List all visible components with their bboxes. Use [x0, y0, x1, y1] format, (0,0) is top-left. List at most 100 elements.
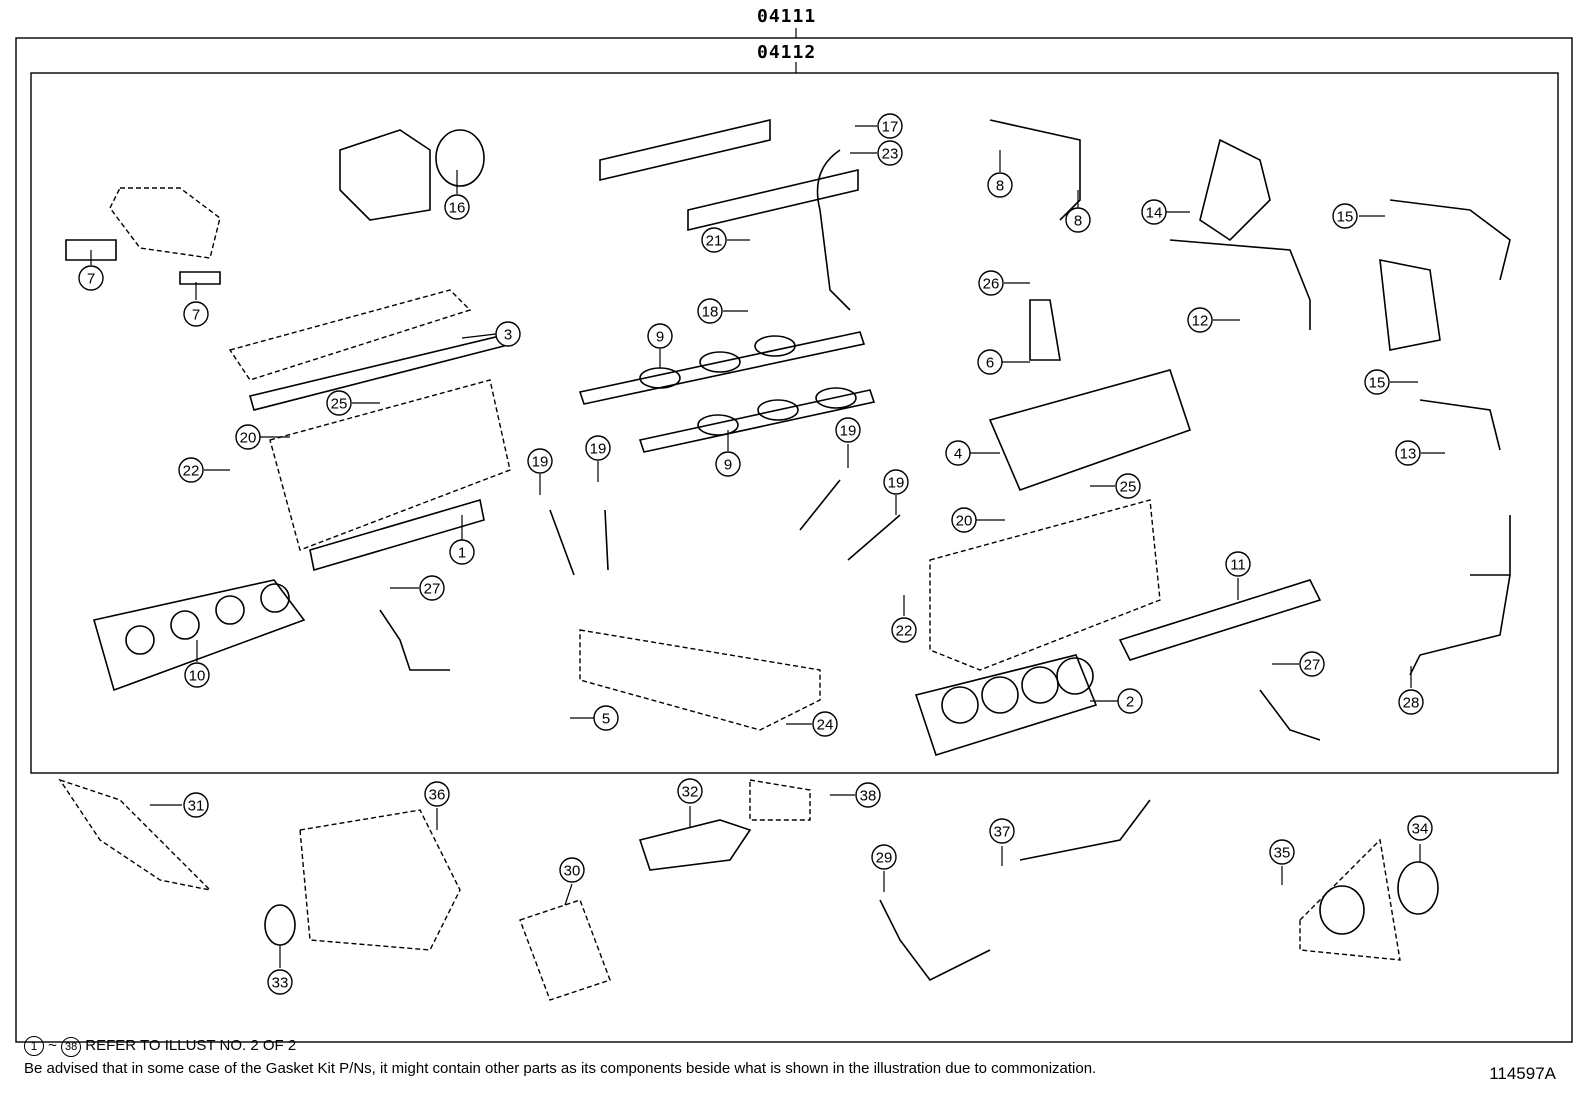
callout-number: 36	[429, 787, 446, 804]
callout-circle	[835, 417, 861, 443]
callout-number: 33	[272, 975, 289, 992]
callout-circle	[183, 792, 209, 818]
illustration-id: 114597A	[1489, 1064, 1556, 1083]
callout-circle	[235, 424, 261, 450]
kit-number-outer: 04111	[757, 6, 817, 27]
callout-20: 20	[951, 507, 977, 533]
callout-23: 23	[877, 140, 903, 166]
callout-33: 33	[267, 969, 293, 995]
callout-3: 3	[495, 321, 521, 347]
callout-circle	[585, 435, 611, 461]
callout-circle	[697, 298, 723, 324]
callout-circle	[178, 457, 204, 483]
callout-34: 34	[1407, 815, 1433, 841]
callout-19: 19	[527, 448, 553, 474]
callout-number: 26	[983, 276, 1000, 293]
callout-number: 29	[876, 850, 893, 867]
callout-19: 19	[883, 469, 909, 495]
callout-circle	[977, 349, 1003, 375]
callout-circle	[326, 390, 352, 416]
callout-circle	[1225, 551, 1251, 577]
callout-circle	[559, 857, 585, 883]
callout-9: 9	[715, 451, 741, 477]
callout-circle	[424, 781, 450, 807]
refer-tilde: ~	[48, 1037, 57, 1054]
callout-24: 24	[812, 711, 838, 737]
callout-25: 25	[326, 390, 352, 416]
callout-28: 28	[1398, 689, 1424, 715]
callout-circle	[1117, 688, 1143, 714]
callout-number: 5	[602, 711, 610, 728]
callout-circle	[1332, 203, 1358, 229]
callout-circle	[495, 321, 521, 347]
callout-number: 30	[564, 863, 581, 880]
refer-note: 1 ~ 38 REFER TO ILLUST NO. 2 OF 2	[24, 1036, 296, 1057]
callout-number: 31	[188, 798, 205, 815]
callout-25: 25	[1115, 473, 1141, 499]
callout-circle	[871, 844, 897, 870]
callout-29: 29	[871, 844, 897, 870]
callout-number: 2	[1126, 694, 1134, 711]
kit-number-inner: 04112	[757, 42, 817, 63]
callout-36: 36	[424, 781, 450, 807]
callout-22: 22	[178, 457, 204, 483]
callout-number: 19	[840, 423, 857, 440]
callout-14: 14	[1141, 199, 1167, 225]
callout-circle	[715, 451, 741, 477]
refer-start-circle: 1	[24, 1036, 44, 1056]
callout-17: 17	[877, 113, 903, 139]
outer-kit-frame	[15, 37, 1573, 1043]
callout-number: 17	[882, 119, 899, 136]
callout-circle	[987, 172, 1013, 198]
callout-19: 19	[835, 417, 861, 443]
callout-circle	[1364, 369, 1390, 395]
callout-circle	[1299, 651, 1325, 677]
callout-circle	[945, 440, 971, 466]
callout-number: 7	[192, 307, 200, 324]
callout-circle	[419, 575, 445, 601]
callout-circle	[1269, 839, 1295, 865]
callout-number: 28	[1403, 695, 1420, 712]
callout-8: 8	[987, 172, 1013, 198]
callout-number: 13	[1400, 446, 1417, 463]
callout-31: 31	[183, 792, 209, 818]
callout-number: 20	[240, 430, 257, 447]
callout-number: 11	[1230, 557, 1246, 574]
callout-number: 8	[1074, 213, 1082, 230]
callout-9: 9	[647, 323, 673, 349]
callout-11: 11	[1225, 551, 1251, 577]
callout-6: 6	[977, 349, 1003, 375]
callout-number: 4	[954, 446, 962, 463]
callout-circle	[267, 969, 293, 995]
inner-kit-frame	[30, 72, 1559, 774]
callout-circle	[1187, 307, 1213, 333]
callout-number: 15	[1337, 209, 1354, 226]
callout-number: 7	[87, 271, 95, 288]
callout-leaders	[90, 125, 1445, 968]
callout-5: 5	[593, 705, 619, 731]
callout-number: 9	[656, 329, 664, 346]
callout-circle	[449, 539, 475, 565]
callout-number: 22	[896, 623, 913, 640]
callout-circle	[877, 113, 903, 139]
callout-circle	[812, 711, 838, 737]
callout-number: 6	[986, 355, 994, 372]
callout-number: 9	[724, 457, 732, 474]
callout-circle	[891, 617, 917, 643]
callout-16: 16	[444, 194, 470, 220]
callout-7: 7	[183, 301, 209, 327]
callout-number: 24	[817, 717, 834, 734]
callout-4: 4	[945, 440, 971, 466]
callout-20: 20	[235, 424, 261, 450]
callout-circle	[883, 469, 909, 495]
callout-circle	[1141, 199, 1167, 225]
callout-7: 7	[78, 265, 104, 291]
callout-circle	[1407, 815, 1433, 841]
callout-circle	[1395, 440, 1421, 466]
callout-circle	[978, 270, 1004, 296]
callout-circle	[877, 140, 903, 166]
callout-number: 12	[1192, 313, 1209, 330]
callout-number: 15	[1369, 375, 1386, 392]
